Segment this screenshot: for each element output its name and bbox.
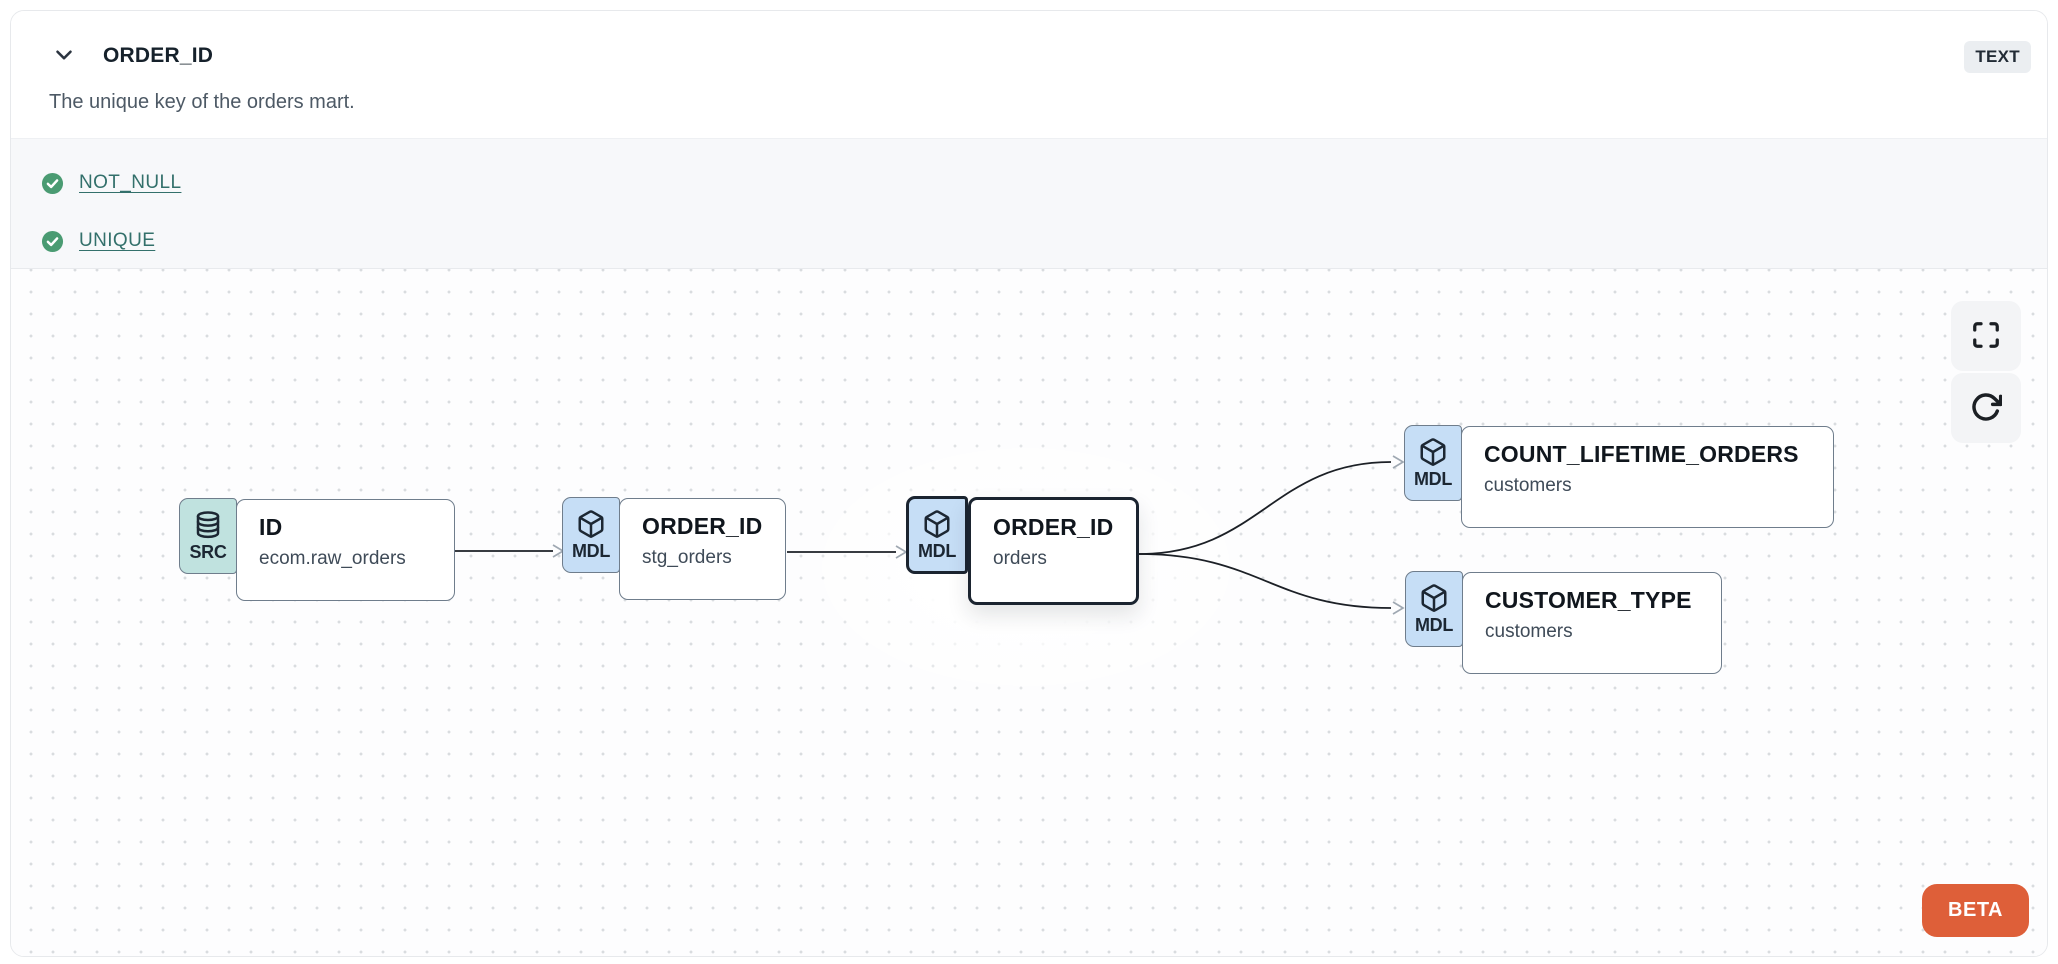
database-icon — [193, 510, 223, 540]
beta-badge: BETA — [1922, 884, 2029, 937]
fullscreen-button[interactable] — [1951, 301, 2021, 371]
node-box: ID ecom.raw_orders — [236, 499, 455, 601]
model-kind-badge: MDL — [906, 496, 968, 574]
column-type-badge: TEXT — [1964, 41, 2031, 73]
node-kind-label: SRC — [189, 541, 227, 562]
node-title: COUNT_LIFETIME_ORDERS — [1484, 441, 1799, 467]
node-subtitle: stg_orders — [642, 547, 732, 568]
cube-icon — [922, 509, 952, 539]
node-box: ORDER_ID stg_orders — [619, 498, 786, 600]
source-kind-badge: SRC — [179, 498, 237, 574]
column-header: ORDER_ID The unique key of the orders ma… — [11, 11, 2047, 138]
node-subtitle: customers — [1484, 475, 1572, 496]
fullscreen-icon — [1971, 320, 2001, 353]
node-box: CUSTOMER_TYPE customers — [1462, 572, 1722, 674]
lineage-canvas[interactable]: SRC ID ecom.raw_orders MDL ORDER_ID stg_… — [11, 269, 2047, 956]
chevron-down-icon — [51, 42, 77, 71]
model-kind-badge: MDL — [562, 497, 620, 573]
column-title: ORDER_ID — [103, 44, 214, 67]
cube-icon — [1419, 583, 1449, 613]
node-subtitle: customers — [1485, 621, 1573, 642]
cube-icon — [576, 509, 606, 539]
node-box: ORDER_ID orders — [968, 497, 1139, 605]
node-kind-label: MDL — [917, 540, 957, 561]
column-description: The unique key of the orders mart. — [49, 91, 355, 113]
cube-icon — [1418, 437, 1448, 467]
node-subtitle: ecom.raw_orders — [259, 548, 406, 569]
node-title: ORDER_ID — [993, 514, 1114, 540]
model-kind-badge: MDL — [1405, 571, 1463, 647]
node-kind-label: MDL — [1414, 614, 1454, 635]
node-kind-label: MDL — [1413, 468, 1453, 489]
node-title: ORDER_ID — [642, 513, 763, 539]
test-row-unique: UNIQUE — [41, 219, 2047, 263]
refresh-icon — [1970, 391, 2003, 426]
tests-section: NOT_NULL UNIQUE — [11, 138, 2047, 269]
refresh-button[interactable] — [1951, 373, 2021, 443]
model-kind-badge: MDL — [1404, 425, 1462, 501]
arrowhead-icon — [1392, 455, 1405, 469]
column-details-card: ORDER_ID The unique key of the orders ma… — [10, 10, 2048, 957]
check-circle-icon — [41, 172, 64, 195]
test-link-unique[interactable]: UNIQUE — [79, 230, 156, 251]
test-link-not-null[interactable]: NOT_NULL — [79, 172, 182, 193]
test-row-not-null: NOT_NULL — [41, 161, 2047, 205]
node-box: COUNT_LIFETIME_ORDERS customers — [1461, 426, 1834, 528]
collapse-button[interactable] — [49, 41, 79, 71]
node-kind-label: MDL — [571, 540, 611, 561]
check-circle-icon — [41, 230, 64, 253]
node-title: ID — [259, 514, 283, 540]
node-subtitle: orders — [993, 548, 1047, 569]
node-title: CUSTOMER_TYPE — [1485, 587, 1692, 613]
arrowhead-icon — [1392, 601, 1405, 615]
canvas-controls — [1951, 301, 2021, 443]
